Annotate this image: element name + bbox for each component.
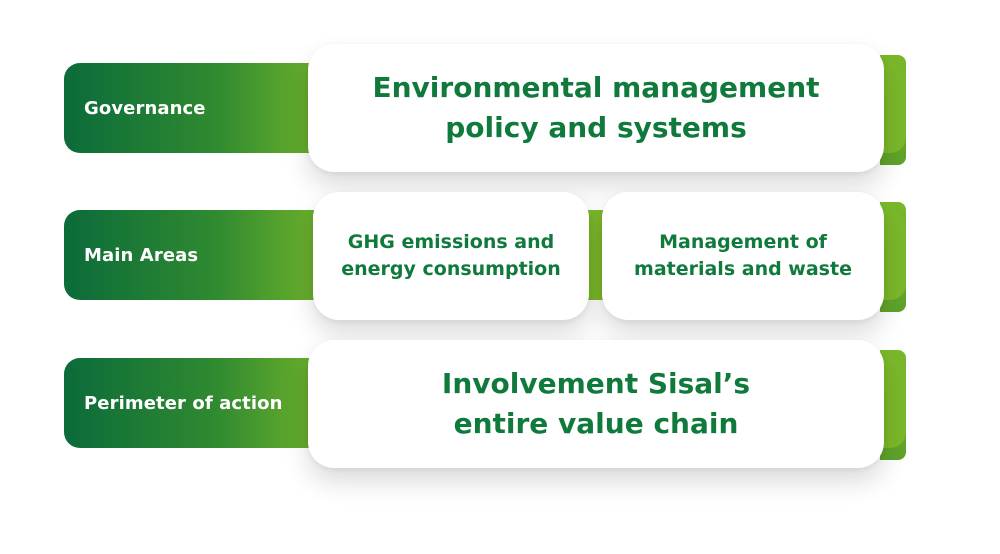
main-areas-label: Main Areas bbox=[84, 244, 199, 266]
governance-card-text: Environmental management policy and syst… bbox=[372, 71, 820, 144]
perimeter-card-text: Involvement Sisal’s entire value chain bbox=[441, 367, 751, 440]
perimeter-card: Involvement Sisal’s entire value chain bbox=[308, 340, 884, 468]
ghg-emissions-card-text: GHG emissions and energy consumption bbox=[341, 231, 561, 280]
governance-card: Environmental management policy and syst… bbox=[308, 44, 884, 172]
governance-label: Governance bbox=[84, 97, 206, 119]
perimeter-label: Perimeter of action bbox=[84, 392, 283, 414]
materials-waste-card: Management of materials and waste bbox=[602, 192, 884, 320]
materials-waste-card-text: Management of materials and waste bbox=[634, 231, 852, 280]
ghg-emissions-card: GHG emissions and energy consumption bbox=[313, 192, 589, 320]
